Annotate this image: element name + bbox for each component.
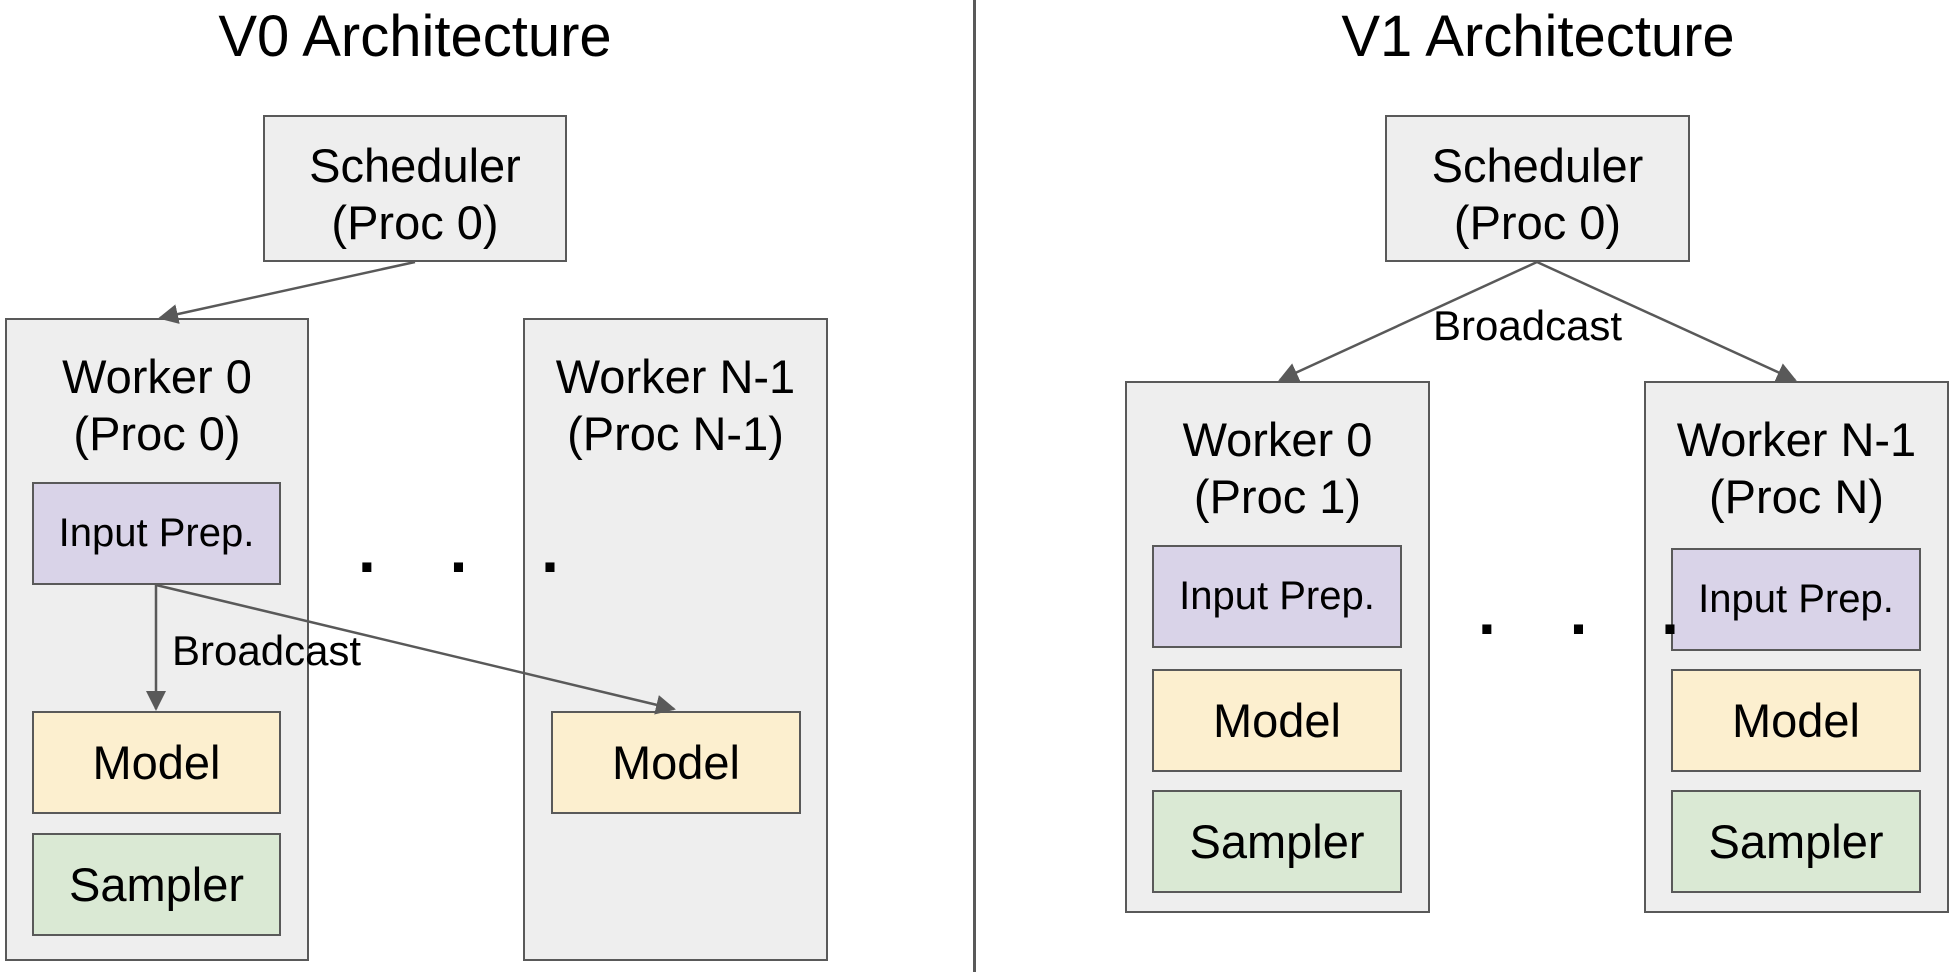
v1-workerN-sampler: Sampler	[1671, 790, 1921, 893]
v1-workerN-proc: (Proc N)	[1709, 470, 1884, 524]
v0-worker0-sampler: Sampler	[32, 833, 281, 936]
v0-scheduler-to-worker0-arrow	[158, 260, 416, 324]
v0-worker0-input-prep: Input Prep.	[32, 482, 281, 585]
v1-scheduler-title: Scheduler	[1431, 139, 1644, 192]
v0-scheduler-box: Scheduler (Proc 0)	[263, 115, 567, 262]
v0-worker0-title: Worker 0	[62, 350, 252, 403]
v1-workerN-title: Worker N-1	[1676, 413, 1917, 466]
v0-workerN-proc: (Proc N-1)	[567, 407, 784, 461]
v1-worker0-model: Model	[1152, 669, 1402, 772]
v0-worker0-model: Model	[32, 711, 281, 814]
v0-title: V0 Architecture	[218, 4, 612, 69]
v0-worker0-proc: (Proc 0)	[73, 407, 241, 461]
v1-workerN-input-prep: Input Prep.	[1671, 548, 1921, 651]
panel-divider	[973, 0, 976, 972]
v1-broadcast-label: Broadcast	[1433, 302, 1623, 349]
v0-broadcast-label: Broadcast	[172, 627, 362, 674]
v0-ellipsis: . . .	[358, 514, 587, 586]
v1-worker0-proc: (Proc 1)	[1193, 470, 1362, 524]
v1-worker0-input-prep: Input Prep.	[1152, 545, 1402, 648]
v1-ellipsis: . . .	[1478, 576, 1707, 648]
v1-workerN-model: Model	[1671, 669, 1921, 772]
v1-scheduler-proc: (Proc 0)	[1453, 196, 1622, 250]
v1-title: V1 Architecture	[1341, 4, 1735, 69]
v0-scheduler-title: Scheduler	[309, 139, 521, 192]
v0-workerN-box: Worker N-1 (Proc N-1)	[523, 318, 828, 961]
v1-worker0-title: Worker 0	[1182, 413, 1373, 466]
v0-workerN-title: Worker N-1	[555, 350, 796, 403]
v1-worker0-sampler: Sampler	[1152, 790, 1402, 893]
v1-scheduler-box: Scheduler (Proc 0)	[1385, 115, 1690, 262]
v0-workerN-model: Model	[551, 711, 801, 814]
v0-scheduler-proc: (Proc 0)	[331, 196, 499, 250]
